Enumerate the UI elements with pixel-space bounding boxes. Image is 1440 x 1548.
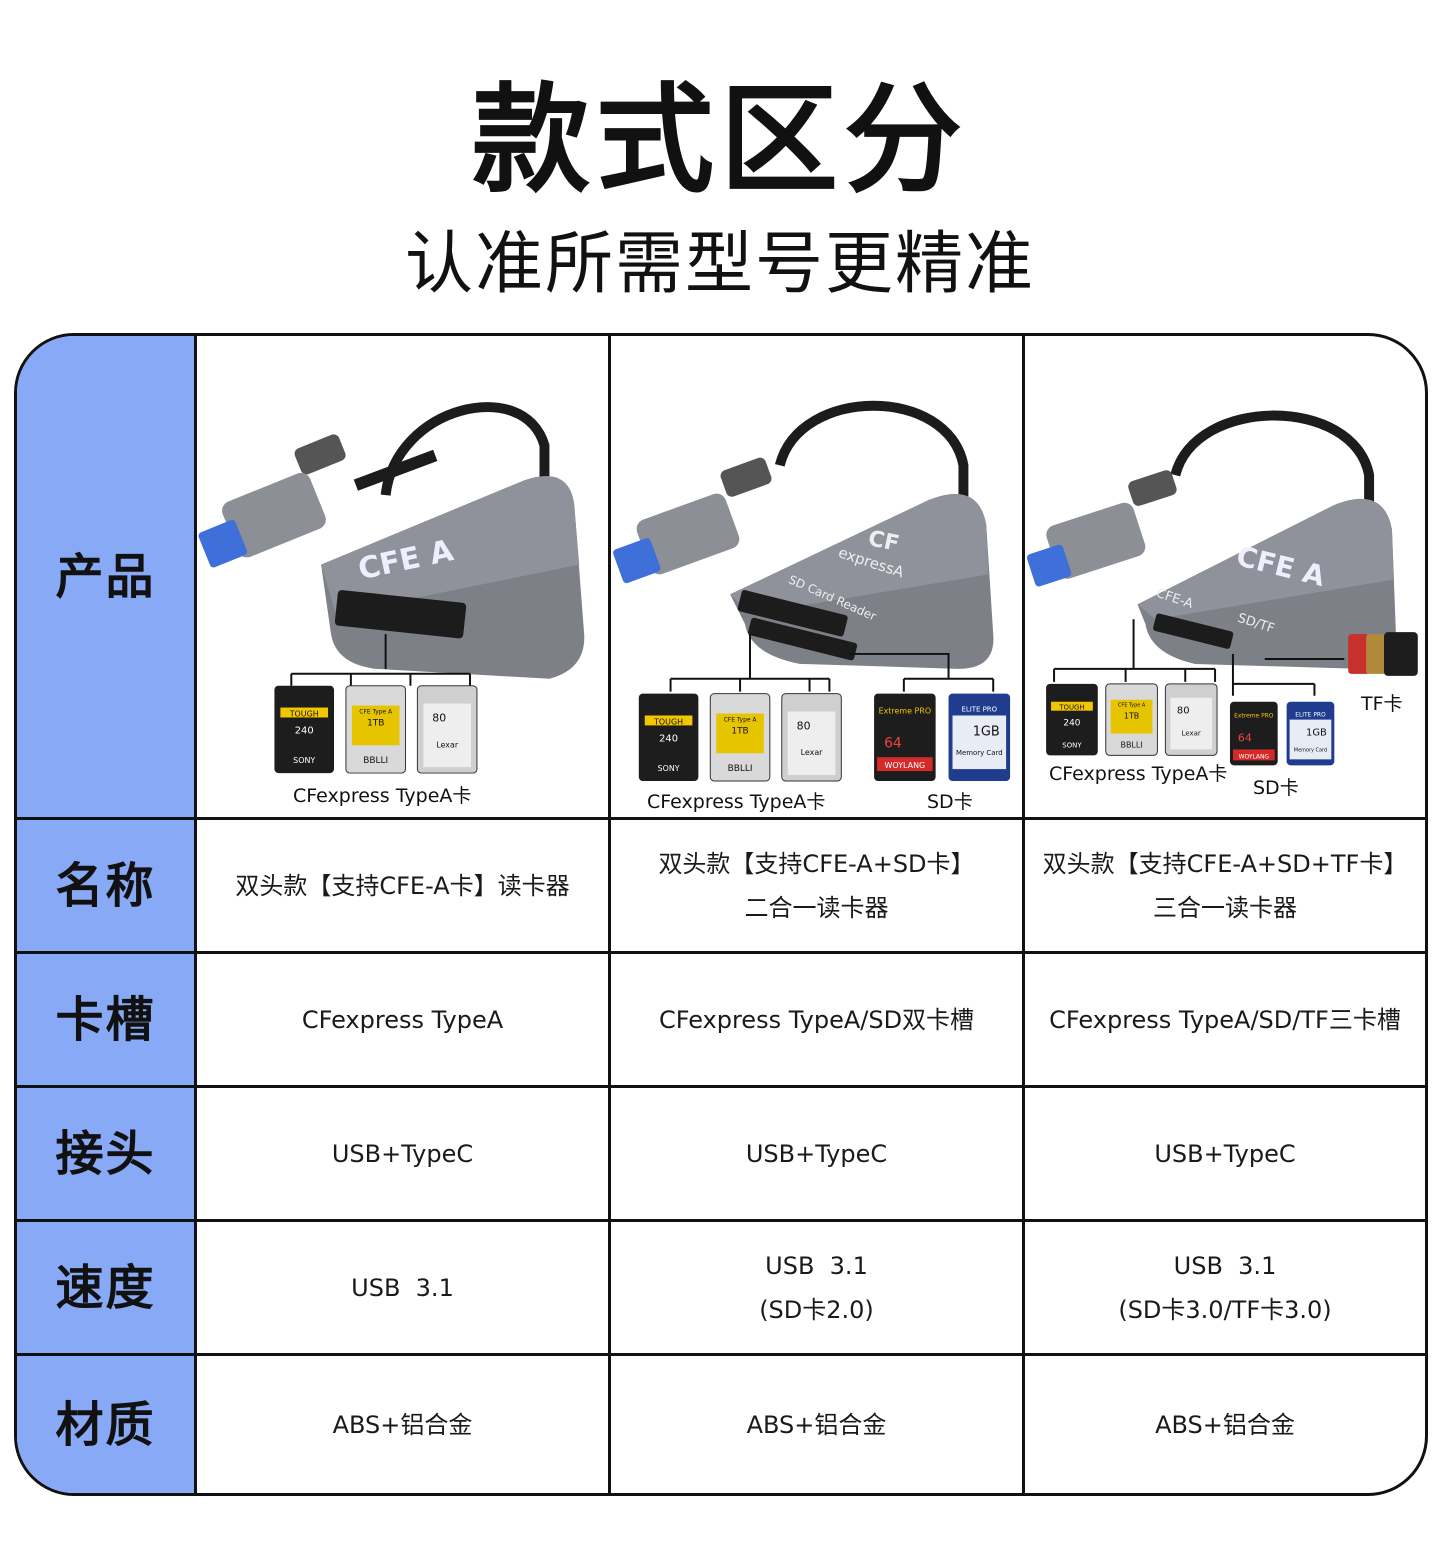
svg-text:1GB: 1GB: [973, 724, 1000, 739]
svg-text:SONY: SONY: [1062, 741, 1082, 749]
page-subtitle: 认准所需型号更精准: [404, 225, 1035, 304]
svg-text:1GB: 1GB: [1306, 728, 1327, 739]
svg-text:TOUGH: TOUGH: [1058, 704, 1084, 712]
product-cell-1: CFE A TOUGH 240 SONY CFE Type A 1TB BBLL…: [197, 336, 611, 820]
caption-tf-card: TF卡: [1361, 693, 1403, 715]
svg-text:CFE Type A: CFE Type A: [1118, 703, 1146, 709]
svg-text:WOYLANG: WOYLANG: [885, 761, 926, 770]
sd-card-elite: ELITE PRO 1GB Memory Card: [948, 693, 1011, 782]
svg-text:1TB: 1TB: [367, 718, 384, 728]
slot-cell-1: CFexpress TypeA: [197, 954, 611, 1088]
name-cell-2: 双头款【支持CFE-A+SD卡】 二合一读卡器: [611, 820, 1025, 954]
caption-cfe-card: CFexpress TypeA卡: [647, 791, 826, 813]
svg-text:64: 64: [884, 735, 902, 751]
name-line-1: 双头款【支持CFE-A卡】读卡器: [235, 871, 570, 900]
svg-text:ELITE PRO: ELITE PRO: [1295, 712, 1326, 719]
page-title: 款式区分: [471, 71, 968, 209]
row-header-speed: 速度: [17, 1222, 197, 1356]
name-line-1: 双头款【支持CFE-A+SD+TF卡】: [1042, 849, 1408, 878]
svg-text:SONY: SONY: [658, 764, 680, 773]
speed-line-2: (SD卡3.0/TF卡3.0): [1118, 1295, 1332, 1324]
connector-cell-3: USB+TypeC: [1025, 1088, 1425, 1222]
material-cell-1: ABS+铝合金: [197, 1356, 611, 1493]
svg-text:Lexar: Lexar: [1182, 730, 1201, 738]
caption-cfe-card: CFexpress TypeA卡: [293, 785, 472, 807]
name-cell-1: 双头款【支持CFE-A卡】读卡器: [197, 820, 611, 954]
svg-text:1TB: 1TB: [1124, 712, 1139, 721]
svg-text:TOUGH: TOUGH: [289, 709, 319, 718]
svg-text:Lexar: Lexar: [436, 740, 459, 749]
svg-text:240: 240: [295, 725, 314, 736]
cfe-sd-reader-image: CF expressA SD Card Reader TOUGH 240 SON…: [613, 400, 1011, 782]
speed-line-1: USB 3.1: [765, 1251, 868, 1280]
material-cell-2: ABS+铝合金: [611, 1356, 1025, 1493]
caption-sd-card: SD卡: [1253, 777, 1299, 799]
svg-text:Lexar: Lexar: [801, 748, 824, 757]
cfe-card-sony: TOUGH 240 SONY: [638, 693, 699, 782]
row-header-material: 材质: [17, 1356, 197, 1493]
svg-text:240: 240: [659, 733, 678, 744]
cfe-card-sony: TOUGH 240 SONY: [274, 685, 334, 774]
material-cell-3: ABS+铝合金: [1155, 1410, 1295, 1439]
cfe-card-lexar: 80 Lexar: [416, 685, 478, 774]
svg-text:CFE Type A: CFE Type A: [724, 716, 758, 723]
name-cell-3: 双头款【支持CFE-A+SD+TF卡】 三合一读卡器: [1025, 820, 1425, 954]
svg-text:TOUGH: TOUGH: [653, 717, 683, 726]
speed-line-1: USB 3.1: [1173, 1251, 1277, 1280]
svg-text:CFE Type A: CFE Type A: [359, 709, 393, 716]
svg-text:240: 240: [1063, 719, 1080, 729]
caption-sd-card: SD卡: [927, 791, 973, 813]
speed-line-1: USB 3.1: [351, 1273, 454, 1302]
comparison-table: 产品 CFE A TOUGH 240 SONY: [14, 333, 1428, 1496]
speed-cell-3: USB 3.1 (SD卡3.0/TF卡3.0): [1025, 1222, 1425, 1356]
slot-cell-2: CFexpress TypeA/SD双卡槽: [611, 954, 1025, 1088]
speed-line-2: (SD卡2.0): [759, 1295, 874, 1324]
cfe-card-lexar: 80 Lexar: [781, 693, 842, 782]
connector-cell-2: USB+TypeC: [611, 1088, 1025, 1222]
speed-cell-1: USB 3.1: [197, 1222, 611, 1356]
svg-text:Memory Card: Memory Card: [956, 749, 1003, 757]
svg-text:Extreme PRO: Extreme PRO: [879, 707, 932, 716]
speed-cell-2: USB 3.1 (SD卡2.0): [611, 1222, 1025, 1356]
connector-cell-1: USB+TypeC: [197, 1088, 611, 1222]
svg-text:Extreme PRO: Extreme PRO: [1234, 713, 1274, 720]
row-header-name: 名称: [17, 820, 197, 954]
name-line-2: 二合一读卡器: [744, 893, 889, 922]
svg-text:1TB: 1TB: [731, 726, 748, 736]
product-cell-3: CFE A CFE-A SD/TF TOUGH 240 SONY CFE: [1025, 336, 1425, 820]
product-cell-2: CF expressA SD Card Reader TOUGH 240 SON…: [611, 336, 1025, 820]
svg-text:80: 80: [432, 711, 446, 724]
name-line-1: 双头款【支持CFE-A+SD卡】: [658, 849, 975, 878]
slot-cell-3: CFexpress TypeA/SD/TF三卡槽: [1025, 954, 1425, 1088]
row-header-slot: 卡槽: [17, 954, 197, 1088]
svg-text:ELITE PRO: ELITE PRO: [962, 706, 998, 714]
svg-text:80: 80: [797, 719, 811, 732]
svg-text:BBLLI: BBLLI: [1121, 740, 1143, 749]
svg-text:64: 64: [1238, 731, 1252, 744]
svg-text:BBLLI: BBLLI: [728, 764, 753, 774]
name-line-2: 三合一读卡器: [1153, 893, 1297, 922]
svg-text:BBLLI: BBLLI: [363, 756, 388, 766]
sd-card-elite: ELITE PRO 1GB Memory Card: [1286, 701, 1335, 766]
svg-text:WOYLANG: WOYLANG: [1239, 753, 1270, 760]
tf-card-icons: [1348, 632, 1418, 676]
cfe-card-lexar: 80 Lexar: [1164, 683, 1218, 756]
sd-card-extreme: Extreme PRO 64 WOYLANG: [874, 693, 936, 782]
svg-text:80: 80: [1177, 706, 1190, 717]
cfe-card-bblli: CFE Type A 1TB BBLLI: [1105, 683, 1158, 756]
caption-cfe-card: CFexpress TypeA卡: [1049, 763, 1228, 785]
sd-card-extreme: Extreme PRO 64 WOYLANG: [1229, 701, 1278, 766]
svg-text:SONY: SONY: [293, 756, 315, 765]
cfe-sd-tf-reader-image: CFE A CFE-A SD/TF TOUGH 240 SONY CFE: [1026, 410, 1418, 766]
svg-text:Memory Card: Memory Card: [1294, 747, 1327, 753]
cfe-reader-image: CFE A TOUGH 240 SONY CFE Type A 1TB BBLL…: [198, 402, 585, 774]
row-header-product: 产品: [17, 336, 197, 820]
row-header-connector: 接头: [17, 1088, 197, 1222]
cfe-card-bblli: CFE Type A 1TB BBLLI: [345, 685, 406, 774]
cfe-card-sony: TOUGH 240 SONY: [1046, 683, 1098, 756]
cfe-card-bblli: CFE Type A 1TB BBLLI: [709, 693, 771, 782]
